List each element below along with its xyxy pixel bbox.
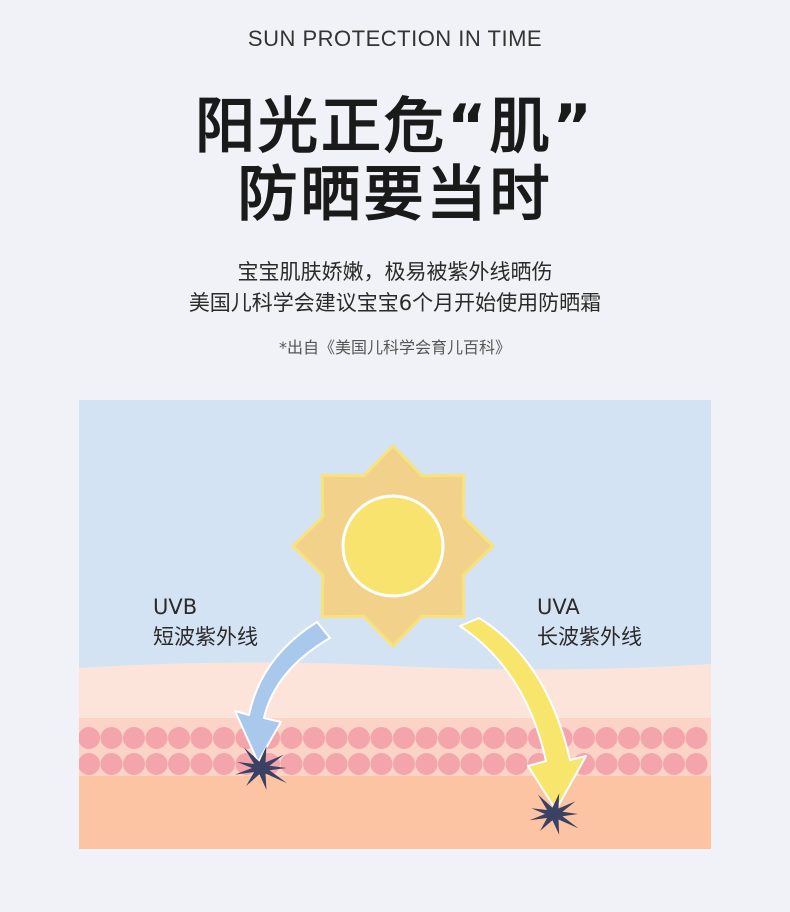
skin-cell xyxy=(618,753,640,775)
uvb-damage-burst-icon xyxy=(235,746,287,790)
skin-cell xyxy=(123,753,145,775)
skin-cell xyxy=(438,727,460,749)
skin-cell xyxy=(370,753,393,775)
headline-line-2: 防晒要当时 xyxy=(237,160,553,230)
skin-cell xyxy=(640,727,663,749)
skin-cells xyxy=(79,727,708,775)
skin-cell xyxy=(460,753,483,775)
skin-cell xyxy=(190,753,213,775)
skin-cell xyxy=(348,753,370,775)
sun-icon xyxy=(290,443,496,649)
uva-description: 长波紫外线 xyxy=(537,625,642,649)
skin-cell xyxy=(415,753,438,775)
source-note: *出自《美国儿科学会育儿百科》 xyxy=(278,338,511,357)
skin-cell xyxy=(573,727,595,749)
skin-cell xyxy=(415,727,438,749)
skin-cell xyxy=(483,727,505,749)
skin-cell xyxy=(79,727,100,749)
skin-dermis-layer xyxy=(79,776,711,849)
skin-cell xyxy=(370,727,393,749)
uvb-name: UVB xyxy=(153,595,198,619)
skin-cell xyxy=(393,727,415,749)
skin-cell xyxy=(595,727,618,749)
uv-skin-illustration: UVB 短波紫外线 UVA 长波紫外线 xyxy=(79,400,711,849)
skin-cell xyxy=(123,727,145,749)
skin-cell xyxy=(280,753,303,775)
description-line-2: 美国儿科学会建议宝宝6个月开始使用防晒霜 xyxy=(188,291,602,315)
skin-cell xyxy=(393,753,415,775)
skin-cell xyxy=(618,727,640,749)
skin-cell xyxy=(483,753,505,775)
skin-cell xyxy=(168,727,190,749)
skin-cell xyxy=(640,753,663,775)
skin-cell xyxy=(505,753,528,775)
skin-cell xyxy=(168,753,190,775)
headline-line-1: 阳光正危“肌” xyxy=(195,92,595,162)
skin-cell xyxy=(100,727,123,749)
skin-cell xyxy=(505,727,528,749)
skin-cell xyxy=(325,753,348,775)
skin-cell xyxy=(685,727,708,749)
illustration-canvas xyxy=(79,400,711,849)
uva-arrow-icon xyxy=(459,617,587,811)
skin-cell xyxy=(190,727,213,749)
skin-cell xyxy=(303,753,325,775)
skin-cell xyxy=(145,727,168,749)
skin-cell xyxy=(145,753,168,775)
skin-cell xyxy=(213,727,235,749)
uvb-description: 短波紫外线 xyxy=(153,625,258,649)
skin-cell xyxy=(79,753,100,775)
skin-cell xyxy=(100,753,123,775)
skin-cell xyxy=(213,753,235,775)
skin-cell xyxy=(663,753,685,775)
skin-cell xyxy=(325,727,348,749)
skin-cell xyxy=(280,727,303,749)
skin-cell xyxy=(460,727,483,749)
skin-cell xyxy=(303,727,325,749)
uva-name: UVA xyxy=(537,595,580,619)
skin-cell xyxy=(685,753,708,775)
english-title: SUN PROTECTION IN TIME xyxy=(247,26,543,51)
skin-cell xyxy=(663,727,685,749)
uvb-label: UVB 短波紫外线 xyxy=(153,592,258,652)
skin-cell xyxy=(348,727,370,749)
skin-cell xyxy=(595,753,618,775)
skin-cell xyxy=(438,753,460,775)
description-line-1: 宝宝肌肤娇嫩，极易被紫外线晒伤 xyxy=(237,260,553,284)
uva-label: UVA 长波紫外线 xyxy=(537,592,642,652)
uva-damage-burst-icon xyxy=(529,793,579,835)
